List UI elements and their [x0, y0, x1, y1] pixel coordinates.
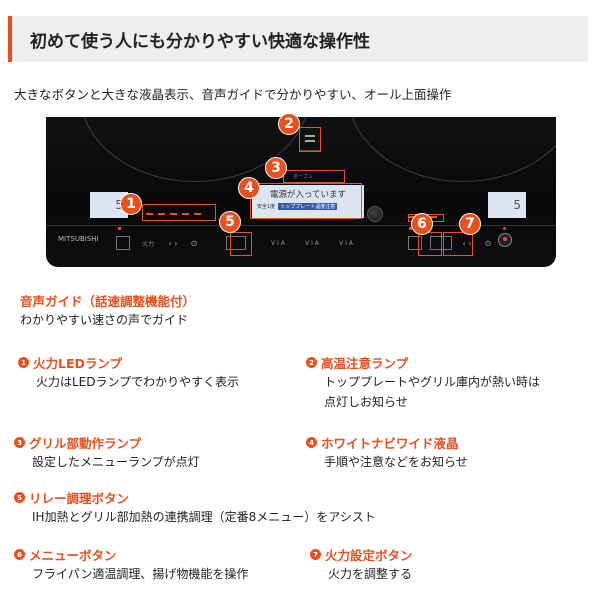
- right-heat-arrows[interactable]: ‹ ›: [462, 238, 472, 248]
- highlight-high-temp-lamp: [299, 127, 321, 152]
- highlight-relay-button: [230, 232, 252, 256]
- feature-desc: トッププレートやグリル庫内が熱い時は: [324, 375, 541, 389]
- oven-label: オーブン: [293, 174, 313, 180]
- voice-guide-desc: わかりやすい速さの声でガイド: [20, 313, 189, 327]
- feature-desc: IH加熱とグリル部加熱の連携調理（定番8メニュー）をアシスト: [32, 510, 376, 524]
- callout-marker-6: 6: [411, 213, 433, 235]
- feature-title: リレー調理ボタン: [29, 491, 130, 506]
- feature-item-2: 2 高温注意ランプ トッププレートやグリル庫内が熱い時は 点灯しお知らせ: [306, 353, 540, 412]
- feature-title: 火力設定ボタン: [325, 548, 413, 563]
- lcd-segment-2: トッププレート温度注意: [278, 203, 338, 210]
- feature-item-3: 3 グリル部動作ランプ 設定したメニューランプが点灯: [14, 433, 200, 472]
- right-power-switch[interactable]: [408, 236, 422, 250]
- right-power-lamp: [409, 227, 412, 230]
- highlight-grill-lamps: [283, 170, 345, 183]
- feature-number-badge: 1: [18, 357, 29, 368]
- highlight-menu-button: [418, 232, 442, 256]
- right-burner-ring: [348, 117, 556, 182]
- control-button-row: 火力 ‹ › ⊙ V I A V I A V I A ‹ › ⊙: [116, 235, 536, 251]
- feature-desc: 設定したメニューランプが点灯: [32, 455, 200, 469]
- left-power-switch[interactable]: [116, 236, 130, 250]
- panel-divider: [46, 225, 556, 226]
- left-heat-arrows[interactable]: ‹ ›: [168, 238, 178, 248]
- feature-desc: 火力を調整する: [328, 567, 413, 581]
- center-knob[interactable]: [367, 206, 383, 222]
- feature-item-1: 1 火力LEDランプ 火力はLEDランプでわかりやすく表示: [18, 353, 239, 392]
- callout-marker-1: 1: [120, 193, 142, 215]
- high-temp-lamp-dots: [305, 135, 315, 142]
- feature-title: ホワイトナビワイド液晶: [321, 436, 459, 451]
- feature-title: 高温注意ランプ: [321, 356, 409, 371]
- callout-marker-5: 5: [219, 211, 241, 233]
- feature-number-badge: 7: [310, 549, 321, 560]
- feature-number-badge: 5: [14, 492, 25, 503]
- feature-desc: 手順や注意などをお知らせ: [324, 455, 468, 469]
- feature-number-badge: 6: [14, 549, 25, 560]
- white-navi-lcd: 電源が入っています 安全1度 トッププレート温度注意: [252, 185, 364, 218]
- callout-marker-2: 2: [278, 113, 300, 135]
- highlight-led-lamps: [142, 204, 216, 221]
- feature-desc-line-2: 点灯しお知らせ: [324, 395, 408, 409]
- feature-number-badge: 3: [14, 437, 25, 448]
- via-button-1[interactable]: V I A: [271, 239, 285, 247]
- callout-marker-7: 7: [459, 213, 481, 235]
- callout-marker-3: 3: [265, 157, 287, 179]
- main-power-button[interactable]: [498, 233, 512, 247]
- voice-guide-title: 音声ガイド（話速調整機能付）: [20, 294, 196, 309]
- section-subtitle: 大きなボタンと大きな液晶表示、音声ガイドで分かりやすい、オール上面操作: [14, 87, 452, 102]
- lcd-segment-1: 安全1度: [257, 204, 276, 210]
- highlight-heat-buttons: [443, 232, 473, 256]
- brand-logo: MITSUBISHI: [58, 235, 99, 243]
- right-heat-display: 5: [488, 192, 526, 218]
- cooktop-panel-image: 5 5 グリル オーブン 電源が入っています 安全1度 トッププレート温度注意 …: [46, 117, 556, 267]
- feature-item-5: 5 リレー調理ボタン IH加熱とグリル部加熱の連携調理（定番8メニュー）をアシス…: [14, 488, 376, 527]
- section-header: 初めて使う人にも分かりやすい快適な操作性: [8, 16, 588, 62]
- via-button-2[interactable]: V I A: [305, 239, 319, 247]
- lcd-message: 電源が入っています: [269, 190, 347, 200]
- via-button-3[interactable]: V I A: [339, 239, 353, 247]
- feature-item-4: 4 ホワイトナビワイド液晶 手順や注意などをお知らせ: [306, 433, 468, 472]
- highlight-lcd: [250, 183, 362, 219]
- voice-guide-block: 音声ガイド（話速調整機能付） わかりやすい速さの声でガイド: [20, 291, 195, 330]
- section-title: 初めて使う人にも分かりやすい快適な操作性: [30, 31, 370, 52]
- feature-desc: 火力はLEDランプでわかりやすく表示: [36, 375, 240, 389]
- left-timer-button[interactable]: ⊙: [190, 238, 198, 248]
- feature-number-badge: 2: [306, 357, 317, 368]
- left-heat-label: 火力: [141, 240, 154, 248]
- callout-marker-4: 4: [238, 177, 260, 199]
- right-timer-button[interactable]: ⊙: [484, 238, 492, 248]
- left-power-lamp: [118, 227, 121, 230]
- feature-item-7: 7 火力設定ボタン 火力を調整する: [310, 545, 413, 584]
- feature-item-6: 6 メニューボタン フライパン適温調理、揚げ物機能を操作: [14, 545, 248, 584]
- feature-number-badge: 4: [306, 437, 317, 448]
- main-power-lamp: [503, 227, 506, 230]
- feature-desc: フライパン適温調理、揚げ物機能を操作: [32, 567, 249, 581]
- feature-title: 火力LEDランプ: [33, 356, 123, 371]
- heat-led-lamps: [146, 213, 201, 215]
- feature-title: グリル部動作ランプ: [29, 436, 142, 451]
- feature-title: メニューボタン: [29, 548, 117, 563]
- relay-cook-button[interactable]: [226, 236, 246, 250]
